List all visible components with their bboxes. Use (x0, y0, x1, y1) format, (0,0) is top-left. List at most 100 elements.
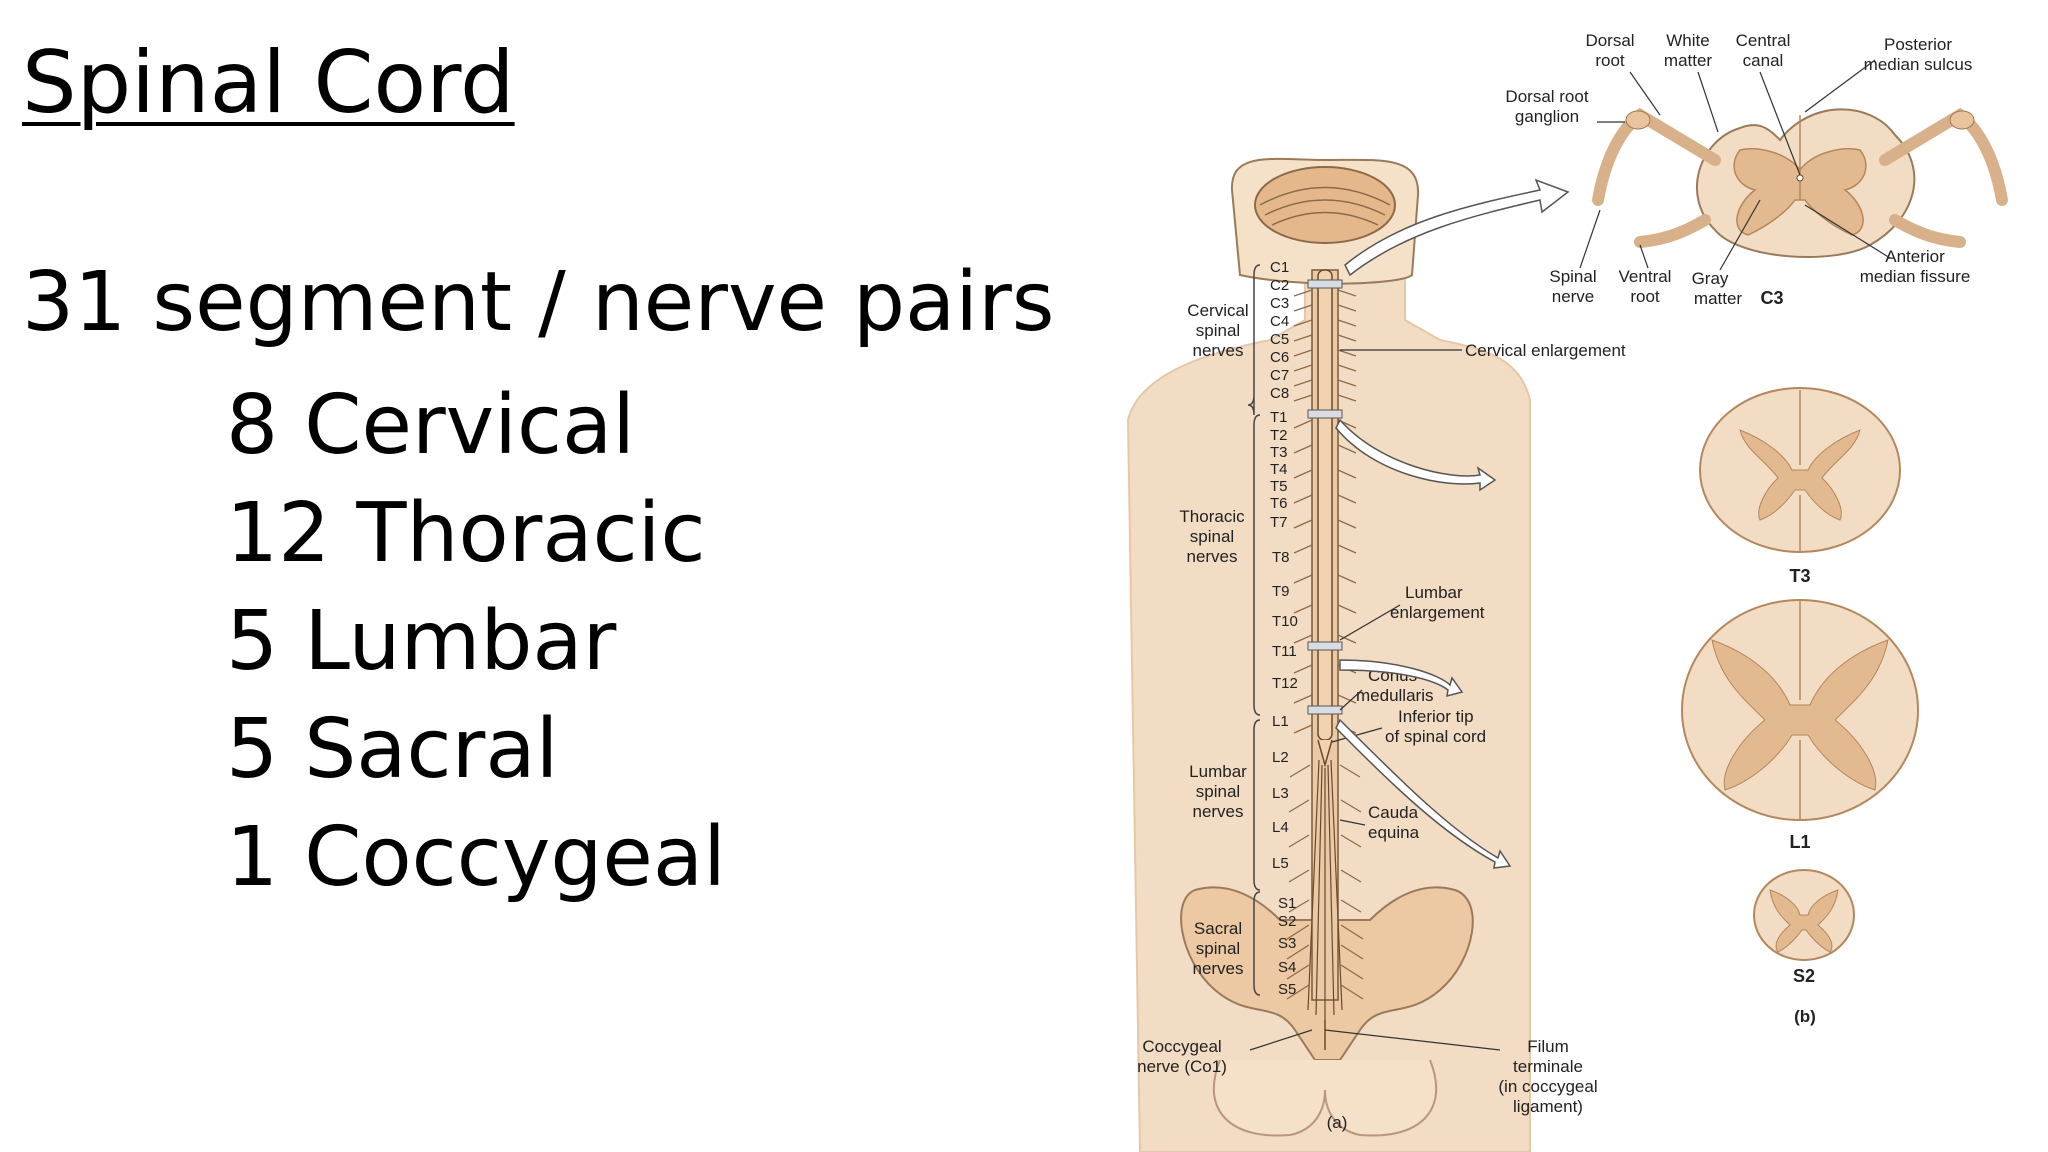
label-l1: L1 (1789, 832, 1810, 852)
label-cervical-enlargement: Cervical enlargement (1465, 341, 1626, 360)
body-labels: Cervical spinal nerves Thoracic spinal n… (1137, 301, 1249, 1076)
seg-c3: C3 (1270, 295, 1289, 312)
seg-t10: T10 (1272, 613, 1298, 630)
seg-t9: T9 (1272, 583, 1290, 600)
seg-t3: T3 (1270, 444, 1288, 461)
seg-s5: S5 (1278, 981, 1296, 998)
label-sacral-nerves-1: Sacral (1194, 919, 1242, 938)
label-cervical-nerves-2: spinal (1196, 321, 1240, 340)
seg-l5: L5 (1272, 855, 1289, 872)
c3-labels: Dorsal root White matter Central canal P… (1505, 31, 1972, 308)
label-lumbar-nerves-2: spinal (1196, 782, 1240, 801)
segment-labels: C1 C2 C3 C4 C5 C6 C7 C8 T1 T2 T3 T4 T5 T… (1270, 259, 1298, 998)
label-panel-b: (b) (1794, 1007, 1816, 1026)
label-spinal-nerve-1: Spinal (1549, 267, 1596, 286)
seg-t4: T4 (1270, 461, 1288, 478)
seg-t5: T5 (1270, 478, 1288, 495)
spinal-cord-figure: C1 C2 C3 C4 C5 C6 C7 C8 T1 T2 T3 T4 T5 T… (1126, 31, 2008, 1152)
seg-c4: C4 (1270, 313, 1289, 330)
label-cervical-nerves-3: nerves (1192, 341, 1243, 360)
seg-s1: S1 (1278, 895, 1296, 912)
label-inferior-tip-1: Inferior tip (1398, 707, 1474, 726)
seg-c6: C6 (1270, 349, 1289, 366)
label-coccygeal-1: Coccygeal (1142, 1037, 1221, 1056)
label-inferior-tip-2: of spinal cord (1385, 727, 1486, 746)
segment-count-list: 8 Cervical 12 Thoracic 5 Lumbar 5 Sacral… (226, 372, 726, 912)
label-ventral-root-1: Ventral (1619, 267, 1672, 286)
list-item-lumbar: 5 Lumbar (226, 594, 617, 689)
label-cauda-1: Cauda (1368, 803, 1419, 822)
label-drg-1: Dorsal root (1505, 87, 1588, 106)
label-t3: T3 (1789, 566, 1810, 586)
cord-leader-lines (1249, 349, 1501, 1051)
slide-title: Spinal Cord (22, 33, 515, 133)
seg-c2: C2 (1270, 277, 1289, 294)
label-dorsal-root-2: root (1595, 51, 1625, 70)
label-white-matter-1: White (1666, 31, 1709, 50)
label-thoracic-nerves-3: nerves (1186, 547, 1237, 566)
label-s2: S2 (1793, 966, 1815, 986)
label-posterior-sulcus-1: Posterior (1884, 35, 1952, 54)
seg-t7: T7 (1270, 514, 1288, 531)
label-cervical-nerves-1: Cervical (1187, 301, 1248, 320)
label-anterior-fissure-1: Anterior (1885, 247, 1945, 266)
seg-l4: L4 (1272, 819, 1289, 836)
label-spinal-nerve-2: nerve (1552, 287, 1595, 306)
list-item-coccygeal: 1 Coccygeal (226, 810, 726, 905)
label-gray-matter-1: Gray (1692, 269, 1729, 288)
seg-l3: L3 (1272, 785, 1289, 802)
cross-section-c3 (1592, 107, 2008, 258)
label-central-canal-2: canal (1743, 51, 1784, 70)
list-item-thoracic: 12 Thoracic (226, 486, 706, 581)
label-panel-a: (a) (1327, 1113, 1348, 1132)
seg-l2: L2 (1272, 749, 1289, 766)
cross-section-s2 (1753, 869, 1855, 961)
label-filum-2: terminale (1513, 1057, 1583, 1076)
seg-c5: C5 (1270, 331, 1289, 348)
list-item-sacral: 5 Sacral (226, 702, 559, 797)
seg-c7: C7 (1270, 367, 1289, 384)
slide-subtitle: 31 segment / nerve pairs (22, 255, 1055, 350)
label-drg-2: ganglion (1515, 107, 1579, 126)
seg-t8: T8 (1272, 549, 1290, 566)
label-lumbar-nerves-3: nerves (1192, 802, 1243, 821)
seg-t6: T6 (1270, 495, 1288, 512)
body-illustration (1126, 157, 1531, 1152)
seg-s4: S4 (1278, 959, 1296, 976)
seg-c8: C8 (1270, 385, 1289, 402)
label-thoracic-nerves-2: spinal (1190, 527, 1234, 546)
label-central-canal-1: Central (1736, 31, 1791, 50)
label-ventral-root-2: root (1630, 287, 1660, 306)
seg-t12: T12 (1272, 675, 1298, 692)
seg-t11: T11 (1272, 643, 1297, 660)
label-c3: C3 (1760, 288, 1783, 308)
label-lumbar-enlargement-2: enlargement (1390, 603, 1485, 622)
seg-s3: S3 (1278, 935, 1296, 952)
seg-s2: S2 (1278, 913, 1296, 930)
label-thoracic-nerves-1: Thoracic (1179, 507, 1245, 526)
label-sacral-nerves-2: spinal (1196, 939, 1240, 958)
list-item-cervical: 8 Cervical (226, 378, 636, 473)
cross-section-t3 (1699, 387, 1901, 553)
label-white-matter-2: matter (1664, 51, 1713, 70)
seg-t1: T1 (1270, 409, 1288, 426)
label-posterior-sulcus-2: median sulcus (1864, 55, 1973, 74)
label-cauda-2: equina (1368, 823, 1420, 842)
section-arrows (1335, 178, 1570, 869)
cord-labels: Cervical enlargement Lumbar enlargement … (1327, 341, 1626, 1132)
label-sacral-nerves-3: nerves (1192, 959, 1243, 978)
label-anterior-fissure-2: median fissure (1860, 267, 1971, 286)
label-dorsal-root-1: Dorsal (1585, 31, 1634, 50)
c3-leader-lines (1579, 59, 1891, 271)
seg-c1: C1 (1270, 259, 1289, 276)
label-coccygeal-2: nerve (Co1) (1137, 1057, 1227, 1076)
cross-section-l1 (1681, 599, 1919, 821)
label-gray-matter-2: matter (1694, 289, 1743, 308)
label-filum-1: Filum (1527, 1037, 1569, 1056)
seg-t2: T2 (1270, 427, 1288, 444)
label-lumbar-enlargement-1: Lumbar (1405, 583, 1463, 602)
label-filum-3: (in coccygeal (1498, 1077, 1597, 1096)
label-conus-2: medullaris (1356, 686, 1433, 705)
seg-l1: L1 (1272, 713, 1289, 730)
label-lumbar-nerves-1: Lumbar (1189, 762, 1247, 781)
